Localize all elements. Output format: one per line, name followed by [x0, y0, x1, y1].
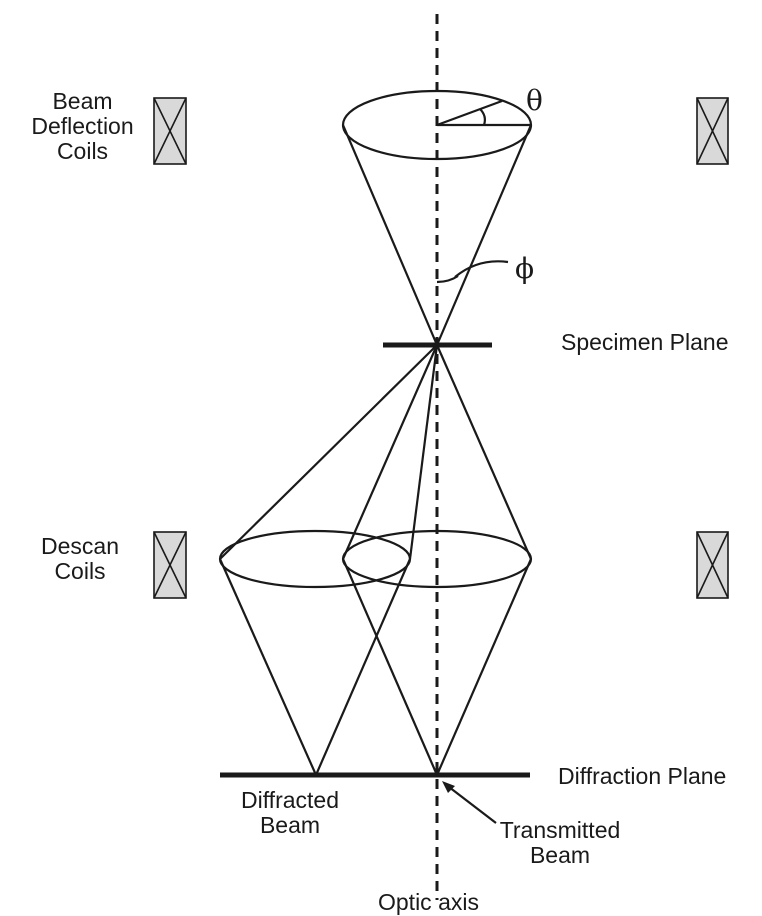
optic-axis-label: Optic axis: [378, 889, 479, 915]
diffracted-beam-ellipse: [218, 529, 412, 589]
transmitted-lower-left-edge: [341, 558, 439, 776]
beam-deflection-coil-right: [696, 97, 729, 165]
diffracted-lower-left-edge: [218, 558, 318, 776]
descan-coil-left: [153, 531, 187, 599]
transmitted-lower-right-edge: [435, 558, 533, 776]
transmitted-beam-label: Transmitted Beam: [499, 817, 621, 868]
diffracted-lower-right-edge: [314, 558, 412, 776]
transmitted-beam-arrowhead: [442, 781, 455, 793]
theta-ray-upper: [436, 99, 503, 127]
beam-deflection-coils-label: Beam Deflection Coils: [31, 88, 134, 164]
phi-label: ϕ: [515, 252, 535, 285]
upper-cone-left-edge: [341, 124, 439, 346]
transmitted-beam-arrow: [448, 786, 497, 824]
upper-cone-right-edge: [435, 124, 533, 346]
descan-coils-label: Descan Coils: [41, 533, 119, 584]
phi-leader: [454, 260, 509, 278]
theta-arc: [479, 108, 486, 126]
phi-arc: [436, 275, 459, 284]
diffracted-beam-label: Diffracted Beam: [240, 787, 339, 838]
theta-label: θ: [526, 84, 543, 117]
specimen-plane-label: Specimen Plane: [561, 329, 729, 355]
diffracted-cone-left-edge: [219, 344, 438, 560]
transmitted-cone-left-edge: [341, 344, 439, 560]
transmitted-cone-right-edge: [435, 344, 533, 560]
diffraction-plane-label: Diffraction Plane: [558, 763, 727, 789]
beam-deflection-coil-left: [153, 97, 187, 165]
diffracted-cone-right-edge: [408, 344, 439, 560]
descan-coil-right: [696, 531, 729, 599]
